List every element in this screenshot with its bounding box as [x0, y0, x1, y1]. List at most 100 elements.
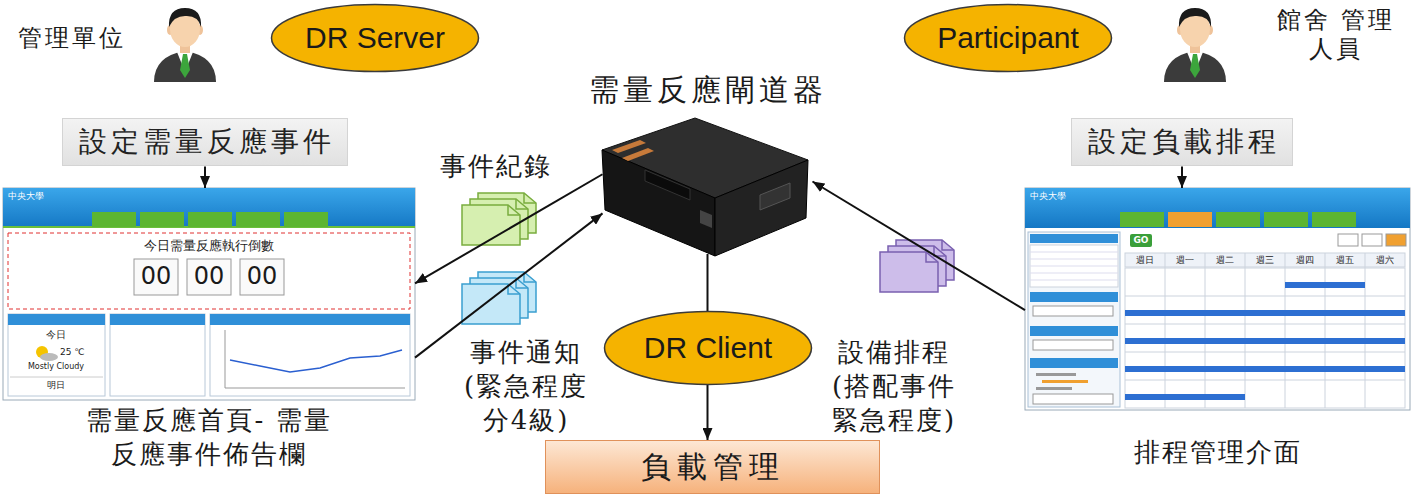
oval-outline	[605, 312, 812, 385]
node-text: 設定負載排程	[1088, 124, 1280, 160]
schedule-screenshot	[1125, 310, 1405, 316]
schedule-screenshot	[1042, 380, 1088, 383]
schedule-screenshot	[1030, 266, 1118, 267]
schedule-screenshot	[1125, 394, 1245, 400]
schedule-screenshot	[1030, 326, 1118, 336]
countdown-digits: 00	[141, 262, 172, 291]
screenshot-panel: 排程管理介面	[1025, 188, 1410, 470]
node-text: Participant	[937, 21, 1079, 55]
homepage-screenshot	[8, 314, 105, 396]
weekday-header: 週六	[1376, 255, 1394, 266]
gateway-device: 需量反應閘道器	[580, 70, 835, 254]
gateway-device-picture	[760, 183, 790, 210]
process-box: 設定負載排程	[1071, 118, 1293, 166]
gateway-device-picture	[602, 118, 808, 256]
weekday-header: 週二	[1216, 255, 1234, 266]
role-label: 管理單位	[18, 24, 126, 53]
document-icon	[880, 240, 954, 292]
countdown-digits: 00	[194, 262, 225, 291]
schedule-screenshot	[1125, 380, 1405, 381]
process-box: 設定需量反應事件	[62, 118, 348, 166]
schedule-screenshot	[1125, 338, 1405, 344]
schedule-screenshot	[1165, 253, 1166, 408]
schedule-screenshot	[1362, 234, 1382, 246]
schedule-screenshot	[1245, 253, 1246, 408]
schedule-screenshot	[1264, 212, 1308, 227]
homepage-screenshot	[210, 314, 410, 396]
screen-header-text: 中央大學	[1030, 191, 1066, 202]
schedule-screenshot	[1030, 259, 1118, 260]
homepage-screenshot	[134, 259, 178, 295]
schedule-screenshot	[1205, 253, 1206, 408]
weekday-header: 週三	[1256, 255, 1274, 266]
node-text: 設定需量反應事件	[79, 124, 335, 160]
arrow-connector	[813, 182, 1026, 311]
homepage-screenshot	[187, 259, 231, 295]
homepage-screenshot	[110, 314, 205, 325]
screen-title-text: 今日需量反應執行倒數	[144, 238, 274, 254]
schedule-screenshot	[1168, 212, 1212, 227]
screenshot-caption: 需量反應首頁- 需量反應事件佈告欄	[78, 404, 340, 472]
schedule-screenshot	[1025, 188, 1410, 410]
schedule-screenshot	[1036, 387, 1072, 390]
schedule-screenshot	[1125, 352, 1405, 353]
homepage-screenshot	[188, 212, 232, 227]
arrow-connector	[204, 166, 206, 188]
homepage-screenshot	[8, 314, 105, 325]
homepage-screenshot	[210, 314, 410, 325]
screen-header-text: 中央大學	[8, 191, 44, 202]
schedule-screenshot	[1386, 234, 1406, 246]
node-text: 負載管理	[641, 447, 785, 488]
schedule-screenshot	[1030, 252, 1118, 253]
schedule-screenshot	[1216, 212, 1260, 227]
countdown-digits: 00	[247, 262, 278, 291]
edge-label: 設備排程 (搭配事件 緊急程度)	[830, 336, 958, 437]
node-text: 需量反應閘道器	[589, 70, 827, 109]
schedule-screenshot	[1025, 188, 1410, 410]
schedule-screenshot	[1365, 253, 1366, 408]
homepage-screenshot	[230, 350, 402, 372]
screen-panel-text: 25 ℃	[60, 347, 84, 358]
schedule-screenshot	[1030, 358, 1118, 368]
screen-panel-text: 明日	[47, 380, 65, 391]
schedule-screenshot	[1033, 394, 1113, 404]
schedule-screenshot	[1030, 280, 1118, 281]
arrow-connector	[1181, 166, 1183, 188]
dr-server-oval: DR Server	[270, 3, 480, 73]
arrow-connector	[415, 213, 603, 357]
node-text: DR Client	[644, 331, 772, 365]
gateway-device-picture	[645, 170, 690, 200]
schedule-screenshot	[1130, 234, 1152, 247]
weekday-header: 週四	[1296, 255, 1314, 266]
schedule-screenshot	[1120, 212, 1164, 227]
homepage-screenshot	[240, 259, 284, 295]
edge-label: 事件通知 (緊急程度 分4級)	[462, 336, 590, 437]
schedule-screenshot	[1030, 292, 1118, 302]
schedule-screenshot	[1025, 188, 1410, 228]
homepage-screenshot	[92, 212, 136, 227]
weekday-header: 週五	[1336, 255, 1354, 266]
screen-panel-text: 今日	[46, 329, 66, 341]
document-icon	[462, 272, 536, 324]
weekday-header: 週日	[1136, 255, 1154, 266]
schedule-screenshot	[1028, 232, 1120, 407]
schedule-screenshot	[1325, 253, 1326, 408]
schedule-screenshot	[1030, 245, 1118, 287]
oval-outline	[905, 5, 1112, 72]
gateway-device-picture	[602, 150, 715, 256]
screen-panel-text: Mostly Cloudy	[28, 362, 84, 372]
schedule-screenshot	[1285, 282, 1365, 288]
homepage-screenshot	[10, 377, 103, 378]
homepage-screenshot	[3, 188, 415, 228]
role-label: 館舍 管理人員	[1268, 6, 1404, 64]
homepage-screenshot	[225, 330, 405, 388]
dr-client-oval: DR Client	[603, 310, 813, 386]
person-icon	[154, 8, 216, 82]
edge-label: 事件紀錄	[436, 150, 556, 184]
oval-outline	[272, 5, 479, 72]
participant-oval: Participant	[903, 3, 1113, 73]
homepage-screenshot	[284, 212, 328, 227]
schedule-screenshot	[1125, 253, 1405, 267]
schedule-screenshot	[1312, 212, 1356, 227]
